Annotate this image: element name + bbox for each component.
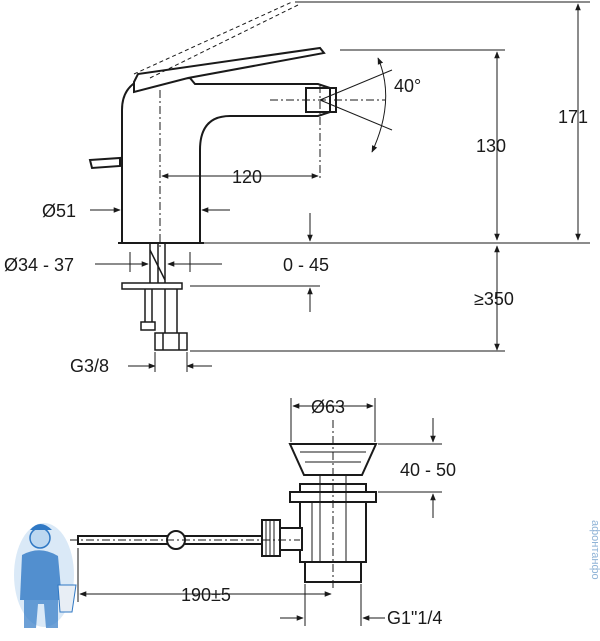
watermark: aфонтанфo <box>589 520 600 580</box>
dim-g114 <box>280 584 385 626</box>
dim-d34-label: Ø34 - 37 <box>4 255 74 275</box>
dim-0-45 <box>190 213 320 312</box>
waste-center-lines <box>70 420 334 590</box>
angle-indicator <box>319 57 393 153</box>
waste-drawing <box>77 443 378 583</box>
aerator <box>305 87 337 113</box>
faucet-drawing <box>88 46 337 244</box>
plumber-mascot-logo <box>14 523 77 628</box>
dim-40-50-label: 40 - 50 <box>400 460 456 480</box>
faucet-lever <box>133 46 326 94</box>
dim-190 <box>77 548 332 602</box>
dim-350-label: ≥350 <box>474 289 514 309</box>
dim-130-label: 130 <box>476 136 506 156</box>
dim-g38 <box>128 352 212 372</box>
dim-171-label: 171 <box>558 107 588 127</box>
shank-and-hoses <box>121 243 188 351</box>
dim-350 <box>190 245 505 352</box>
lever-swing-lines <box>133 1 301 79</box>
dim-g38-label: G3/8 <box>70 356 109 376</box>
dim-d51-label: Ø51 <box>42 201 76 221</box>
waste-side-connector <box>277 527 303 551</box>
dim-d63 <box>290 398 376 442</box>
dim-d34 <box>95 252 222 272</box>
dim-190-label: 190±5 <box>181 585 231 605</box>
angle-label: 40° <box>394 76 421 96</box>
dim-120-label: 120 <box>232 167 262 187</box>
dim-130 <box>340 49 505 241</box>
dim-40-50 <box>378 418 442 518</box>
dim-0-45-label: 0 - 45 <box>283 255 329 275</box>
dim-d63-label: Ø63 <box>311 397 345 417</box>
dim-171 <box>295 1 590 241</box>
center-lines <box>159 85 385 250</box>
faucet-body <box>121 76 331 244</box>
waste-knurled-nut <box>261 519 281 557</box>
dim-g114-label: G1"1/4 <box>387 608 442 628</box>
popup-knob <box>88 156 121 170</box>
